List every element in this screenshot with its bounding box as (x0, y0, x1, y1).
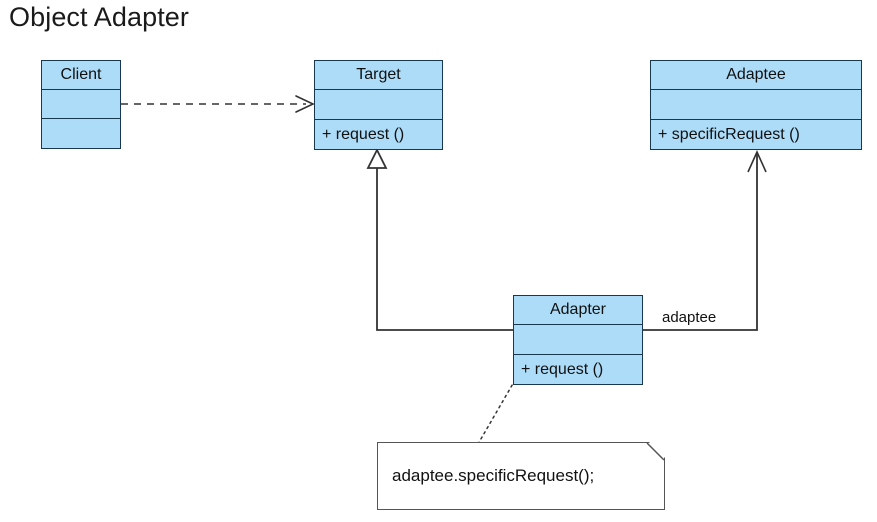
note-anchor-line (477, 374, 519, 445)
class-operations-adaptee: + specificRequest () (658, 125, 800, 143)
open-arrowhead-icon (295, 95, 315, 113)
generalization-line (376, 166, 514, 331)
class-name-client: Client (42, 61, 120, 90)
edge-adapter-to-target (366, 147, 514, 331)
class-attributes-adaptee (651, 90, 861, 120)
open-arrowhead-icon (747, 150, 767, 173)
class-box-client[interactable]: Client (41, 60, 121, 149)
class-name-adaptee: Adaptee (651, 61, 861, 90)
class-operations-target: + request () (322, 125, 405, 143)
class-box-target[interactable]: Target + request () (314, 60, 443, 150)
edge-label-adaptee: adaptee (662, 309, 717, 326)
edge-note-to-adapter (477, 374, 519, 445)
edge-client-to-target (121, 95, 315, 113)
note-fold-icon (646, 442, 665, 461)
note-text: adaptee.specificRequest(); (392, 466, 595, 485)
edge-adapter-to-adaptee (642, 150, 767, 331)
class-name-target: Target (315, 61, 442, 90)
association-line (642, 153, 758, 331)
hollow-triangle-arrowhead-icon (366, 147, 388, 169)
note-box[interactable]: adaptee.specificRequest(); (377, 441, 666, 510)
class-attributes-target (315, 90, 442, 120)
class-operations-adapter: + request () (521, 360, 604, 378)
class-box-adapter[interactable]: Adapter + request () (513, 295, 643, 385)
class-operations-client (42, 119, 120, 148)
class-attributes-adapter (514, 325, 642, 355)
class-attributes-client (42, 90, 120, 119)
class-box-adaptee[interactable]: Adaptee + specificRequest () (650, 60, 862, 150)
page-title: Object Adapter (9, 2, 190, 32)
class-name-adapter: Adapter (514, 296, 642, 325)
